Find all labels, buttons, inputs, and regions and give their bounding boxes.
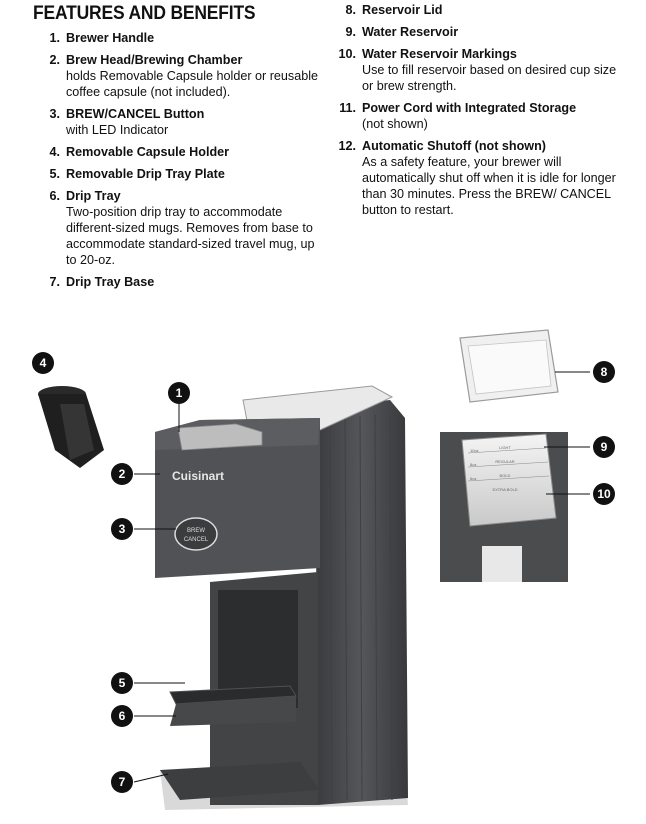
feature-name: Removable Drip Tray Plate [66,167,225,181]
callout-4: 4 [32,352,54,374]
feature-number: 10. [338,47,356,61]
feature-item: 12. Automatic Shutoff (not shown) As a saf… [336,138,626,218]
marking-light: LIGHT [499,445,511,450]
feature-item: 8. Reservoir Lid [336,2,626,18]
product-diagram: Cuisinart BREW CANCEL [0,300,646,824]
callout-6: 6 [111,705,133,727]
marking-8oz: 8oz [470,462,476,467]
coffee-maker: Cuisinart BREW CANCEL [155,385,408,810]
button-label-cancel: CANCEL [184,537,209,543]
feature-name: Brew Head/Brewing Chamber [66,53,243,67]
callout-badges: 1 2 3 4 5 6 7 8 9 10 [32,352,615,793]
callout-8: 8 [593,361,615,383]
tower-ribs [329,411,393,801]
feature-item: 9. Water Reservoir [336,24,626,40]
reservoir-lid-view [459,329,559,403]
marking-bold: BOLD [500,473,511,478]
capsule-holder [38,386,104,468]
callout-number: 7 [119,775,126,789]
feature-item: 1. Brewer Handle [40,30,320,46]
reservoir-tower [315,400,408,805]
callout-number: 8 [601,365,608,379]
feature-item: 7. Drip Tray Base [40,274,320,290]
features-list-left: 1. Brewer Handle 2. Brew Head/Brewing Cham… [40,30,320,296]
feature-number: 8. [345,3,356,17]
feature-item: 5. Removable Drip Tray Plate [40,166,320,182]
callout-9: 9 [593,436,615,458]
marking-regular: REGULAR [495,459,514,464]
feature-name: Water Reservoir [362,25,459,39]
features-list-right: 8. Reservoir Lid 9. Water Reservoir 10. Wat… [336,2,626,224]
callout-3: 3 [111,518,133,540]
feature-description: Two-position drip tray to accommodate di… [66,205,315,267]
callout-2: 2 [111,463,133,485]
callout-number: 2 [119,467,126,481]
callout-number: 1 [176,386,183,400]
feature-name: Drip Tray [66,189,121,203]
marking-extra-bold: EXTRA BOLD [492,487,517,492]
feature-description: with LED Indicator [66,123,169,137]
marking-6oz: 6oz [470,476,476,481]
feature-name: BREW/CANCEL Button [66,107,205,121]
feature-item: 3. BREW/CANCEL Button with LED Indicator [40,106,320,138]
callout-number: 9 [601,440,608,454]
feature-number: 12. [338,139,356,153]
coffee-maker-illustration: Cuisinart BREW CANCEL [32,329,615,810]
feature-name: Reservoir Lid [362,3,443,17]
callout-number: 4 [40,356,47,370]
button-label-brew: BREW [187,528,205,534]
page-title: FEATURES AND BENEFITS [33,3,256,24]
feature-number: 3. [49,107,60,121]
callout-number: 3 [119,522,126,536]
feature-description: holds Removable Capsule holder or reusab… [66,69,319,99]
callout-number: 5 [119,676,126,690]
feature-name: Automatic Shutoff (not shown) [362,139,546,153]
marking-10oz: 10oz [470,448,479,453]
feature-number: 6. [49,189,60,203]
feature-number: 7. [49,275,60,289]
callout-10: 10 [593,483,615,505]
feature-number: 11. [339,101,356,115]
feature-name: Drip Tray Base [66,275,155,289]
feature-description: As a safety feature, your brewer will au… [362,155,616,217]
feature-number: 4. [49,145,60,159]
water-reservoir [461,433,557,527]
feature-name: Removable Capsule Holder [66,145,230,159]
water-reservoir-markings: LIGHT REGULAR BOLD EXTRA BOLD 10oz 8oz 6… [467,445,550,492]
feature-name: Brewer Handle [66,31,155,45]
callout-number: 6 [119,709,126,723]
brand-logo: Cuisinart [172,469,224,483]
water-reservoir-view: LIGHT REGULAR BOLD EXTRA BOLD 10oz 8oz 6… [440,432,568,582]
feature-item: 4. Removable Capsule Holder [40,144,320,160]
callout-leaders [133,371,590,783]
feature-description: (not shown) [362,117,428,131]
callout-number: 10 [597,487,611,501]
callout-5: 5 [111,672,133,694]
feature-name: Power Cord with Integrated Storage [362,101,577,115]
brewer-handle [177,423,263,451]
brew-cancel-button[interactable]: BREW CANCEL [174,517,218,551]
callout-1: 1 [168,382,190,404]
callout-7: 7 [111,771,133,793]
feature-item: 11. Power Cord with Integrated Storage (no… [336,100,626,132]
feature-number: 5. [49,167,60,181]
feature-item: 2. Brew Head/Brewing Chamber holds Removab… [40,52,320,100]
drip-tray [170,696,296,726]
drip-tray-base [160,762,320,800]
feature-description: Use to fill reservoir based on desired c… [362,63,617,93]
feature-number: 9. [345,25,356,39]
feature-number: 1. [49,31,60,45]
feature-number: 2. [49,53,60,67]
feature-name: Water Reservoir Markings [362,47,517,61]
reservoir-window [482,546,522,582]
